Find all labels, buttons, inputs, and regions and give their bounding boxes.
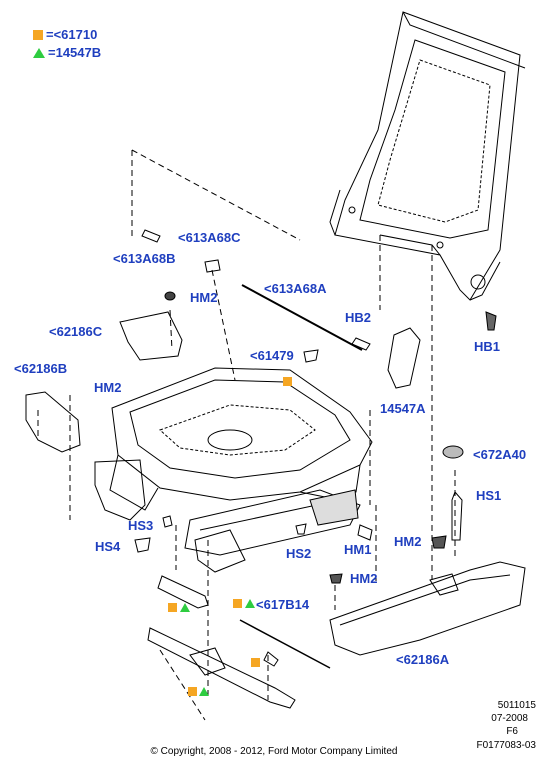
part-label-hb1[interactable]: HB1 xyxy=(474,339,501,354)
side-shield-right xyxy=(329,561,526,656)
square-marker xyxy=(233,599,242,608)
side-shield-left xyxy=(25,391,146,521)
part-label-672A40[interactable]: <672A40 xyxy=(473,447,527,462)
triangle-marker xyxy=(199,687,209,696)
seat-back-frame xyxy=(329,11,526,301)
part-label-61479[interactable]: <61479 xyxy=(250,348,294,363)
part-label-hs3[interactable]: HS3 xyxy=(128,518,154,533)
leader-lines xyxy=(37,149,456,721)
meta-date: 07-2008 xyxy=(491,713,528,724)
seat-cushion-frame xyxy=(109,367,373,556)
meta-figure: F0177083-03 xyxy=(476,740,537,751)
part-label-hs2[interactable]: HS2 xyxy=(286,546,312,561)
part-label-62186C[interactable]: <62186C xyxy=(49,324,103,339)
copyright-notice: © Copyright, 2008 - 2012, Ford Motor Com… xyxy=(150,746,398,757)
triangle-marker xyxy=(180,603,190,612)
part-label-hs4[interactable]: HS4 xyxy=(95,539,121,554)
part-label-613A68A[interactable]: <613A68A xyxy=(264,281,327,296)
part-label-hm2-left[interactable]: HM2 xyxy=(94,380,122,395)
part-label-62186A[interactable]: <62186A xyxy=(396,652,450,667)
part-label-613A68B[interactable]: <613A68B xyxy=(113,251,176,266)
part-label-hm1[interactable]: HM1 xyxy=(344,542,372,557)
part-label-14547A[interactable]: 14547A xyxy=(380,401,426,416)
legend-square-code: =<61710 xyxy=(46,27,98,42)
part-label-hb2[interactable]: HB2 xyxy=(345,310,372,325)
part-label-617B14[interactable]: <617B14 xyxy=(256,597,310,612)
meta-code: 5011015 xyxy=(497,700,536,711)
hardware-parts xyxy=(119,229,497,389)
square-marker xyxy=(168,603,177,612)
triangle-marker-icon xyxy=(33,47,45,58)
square-marker xyxy=(251,658,260,667)
part-label-62186B[interactable]: <62186B xyxy=(14,361,68,376)
triangle-marker xyxy=(245,599,255,608)
part-label-hs1[interactable]: HS1 xyxy=(476,488,502,503)
part-label-hm2-bottom[interactable]: HM2 xyxy=(350,571,378,586)
part-label-hm2-top[interactable]: HM2 xyxy=(190,290,218,305)
legend-triangle-code: =14547B xyxy=(48,45,102,60)
square-marker xyxy=(283,377,292,386)
legend-square-row: =<61710 xyxy=(33,27,97,42)
motor-and-rail xyxy=(134,445,464,709)
legend-triangle-row: =14547B xyxy=(33,45,101,60)
square-marker xyxy=(188,687,197,696)
square-marker-icon xyxy=(33,29,43,40)
meta-sheet: F6 xyxy=(506,726,518,737)
part-label-613A68C[interactable]: <613A68C xyxy=(178,230,241,245)
part-label-hm2-right[interactable]: HM2 xyxy=(394,534,422,549)
markers xyxy=(168,377,292,696)
